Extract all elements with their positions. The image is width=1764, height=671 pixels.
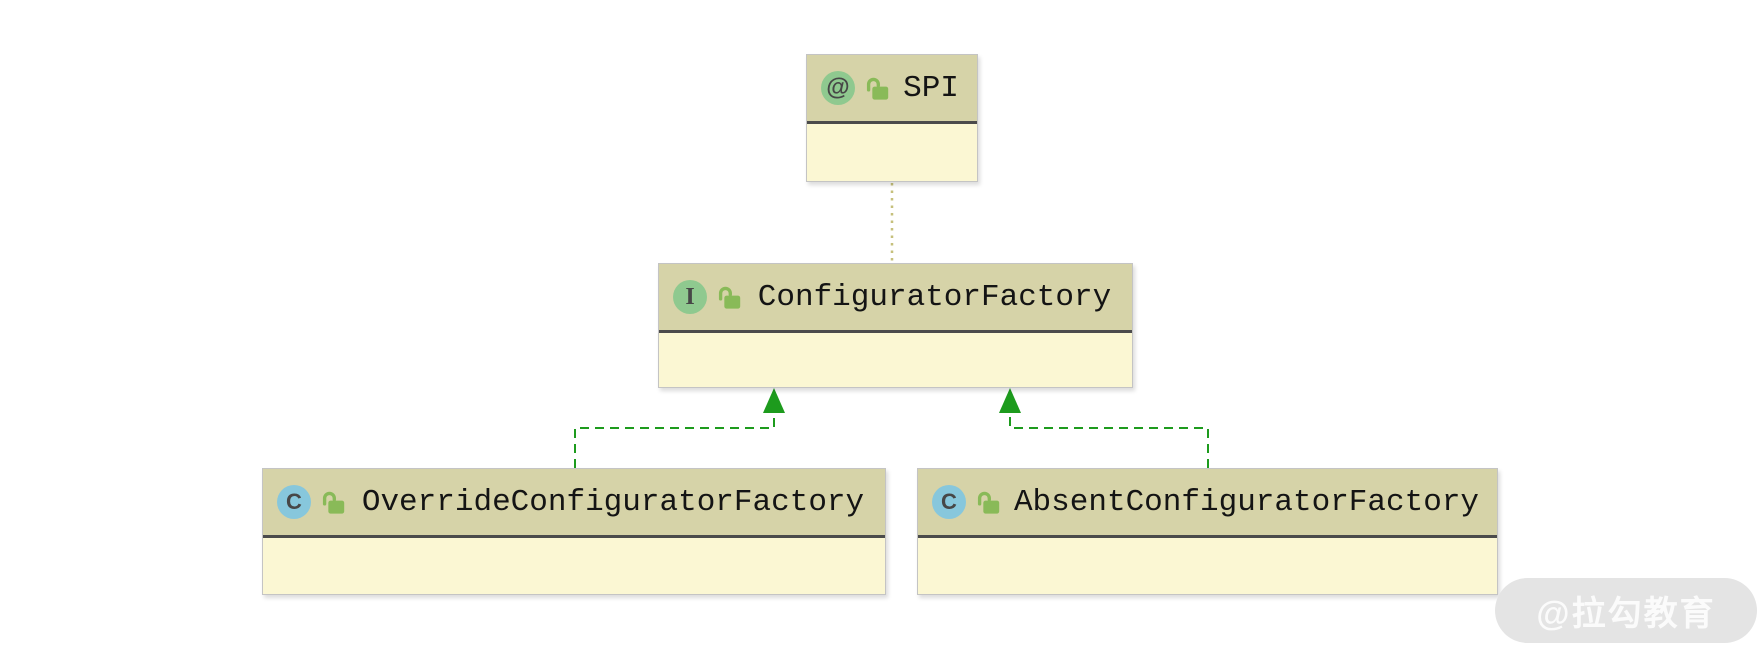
implements-arrowhead-left — [763, 388, 785, 413]
node-body — [807, 124, 977, 181]
class-node-configurator-factory[interactable]: I ConfiguratorFactory — [658, 263, 1133, 388]
node-title: OverrideConfiguratorFactory — [361, 484, 865, 520]
interface-icon: I — [673, 280, 707, 314]
public-unlocked-icon — [718, 286, 741, 309]
node-body — [659, 333, 1132, 387]
class-icon: C — [932, 485, 966, 519]
node-body — [263, 538, 885, 594]
public-unlocked-icon — [322, 491, 345, 514]
public-unlocked-icon — [866, 77, 889, 100]
public-unlocked-icon — [977, 491, 1000, 514]
class-node-override-configurator-factory[interactable]: C OverrideConfiguratorFactory — [262, 468, 886, 595]
implements-arrowhead-right — [999, 388, 1021, 413]
class-icon: C — [277, 485, 311, 519]
node-title: AbsentConfiguratorFactory — [1013, 484, 1480, 520]
class-node-spi[interactable]: @ SPI — [806, 54, 978, 182]
node-header: @ SPI — [807, 55, 977, 124]
edge-implements-absent[interactable] — [999, 388, 1209, 468]
annotation-icon: @ — [821, 71, 855, 105]
node-title: ConfiguratorFactory — [757, 279, 1112, 315]
node-header: C AbsentConfiguratorFactory — [918, 469, 1497, 538]
node-header: I ConfiguratorFactory — [659, 264, 1132, 333]
node-title: SPI — [903, 70, 959, 106]
node-header: C OverrideConfiguratorFactory — [263, 469, 885, 538]
node-body — [918, 538, 1497, 594]
watermark-badge: @拉勾教育 — [1495, 578, 1757, 643]
class-node-absent-configurator-factory[interactable]: C AbsentConfiguratorFactory — [917, 468, 1498, 595]
edge-implements-override[interactable] — [574, 388, 785, 468]
